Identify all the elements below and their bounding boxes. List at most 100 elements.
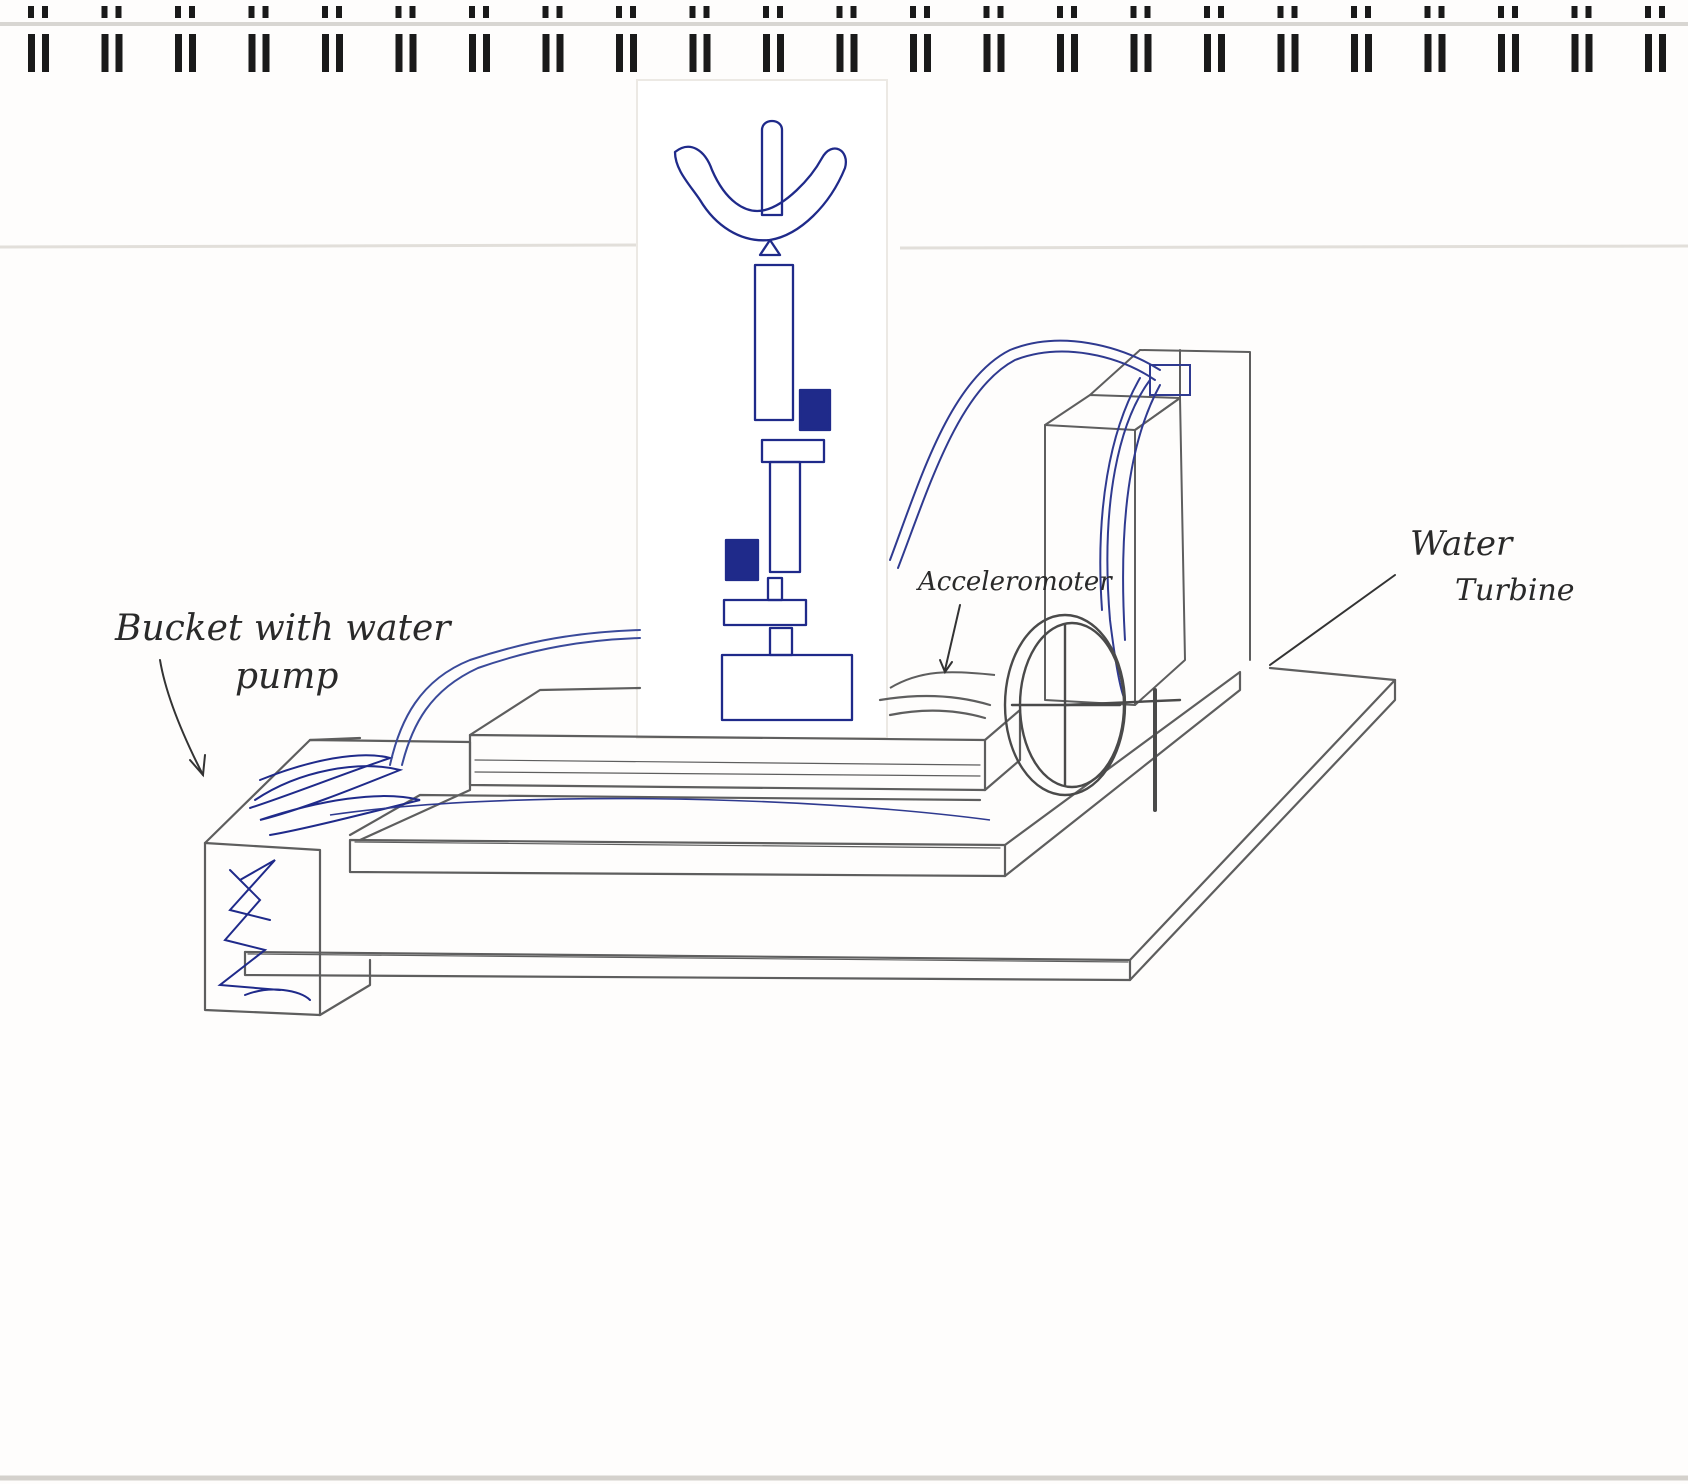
binding-ring-top: [175, 6, 181, 18]
binding-ring: [777, 34, 784, 72]
binding-ring: [1071, 34, 1078, 72]
binding-ring-top: [336, 6, 342, 18]
binding-ring: [1131, 34, 1138, 72]
binding-ring-top: [249, 6, 255, 18]
binding-ring-top: [1645, 6, 1651, 18]
binding-ring: [837, 34, 844, 72]
binding-ring: [763, 34, 770, 72]
binding-ring: [322, 34, 329, 72]
binding-ring-top: [322, 6, 328, 18]
binding-ring: [1292, 34, 1299, 72]
binding-ring: [1425, 34, 1432, 72]
binding-ring: [1145, 34, 1152, 72]
binding-ring-top: [1572, 6, 1578, 18]
binding-ring: [1439, 34, 1446, 72]
binding-ring: [1204, 34, 1211, 72]
binding-ring-top: [1512, 6, 1518, 18]
binding-ring: [469, 34, 476, 72]
binding-ring-top: [189, 6, 195, 18]
binding-ring-top: [690, 6, 696, 18]
binding-ring-top: [924, 6, 930, 18]
binding-ring-top: [630, 6, 636, 18]
binding-ring-top: [410, 6, 416, 18]
binding-ring: [1645, 34, 1652, 72]
binding-ring-top: [1131, 6, 1137, 18]
turbine-housing: [1045, 350, 1250, 705]
binding-ring-top: [851, 6, 857, 18]
binding-ring-top: [1145, 6, 1151, 18]
binding-ring: [1572, 34, 1579, 72]
binding-ring: [984, 34, 991, 72]
binding-ring: [910, 34, 917, 72]
binding-ring: [924, 34, 931, 72]
binding-ring-top: [1278, 6, 1284, 18]
binding-ring: [690, 34, 697, 72]
bucket-hose: [390, 630, 640, 765]
binding-ring-top: [1351, 6, 1357, 18]
binding-ring-top: [1292, 6, 1298, 18]
binding-ring-top: [557, 6, 563, 18]
binding-ring-top: [1365, 6, 1371, 18]
binding-ring: [116, 34, 123, 72]
binding-ring-top: [483, 6, 489, 18]
binding-ring-top: [1071, 6, 1077, 18]
binding-ring: [175, 34, 182, 72]
binding-ring-top: [116, 6, 122, 18]
binding-ring-top: [616, 6, 622, 18]
label-bucket-line1: Bucket with water: [114, 608, 452, 649]
binding-ring: [1659, 34, 1666, 72]
label-turbine-line2: Turbine: [1455, 573, 1575, 608]
binding-ring-top: [1218, 6, 1224, 18]
binding-ring: [543, 34, 550, 72]
binding-ring-top: [28, 6, 34, 18]
binding-ring-top: [263, 6, 269, 18]
binding-ring: [410, 34, 417, 72]
binding-ring: [263, 34, 270, 72]
binding-ring-top: [543, 6, 549, 18]
binding-ring-top: [837, 6, 843, 18]
binding-ring: [1365, 34, 1372, 72]
binding-ring-top: [1057, 6, 1063, 18]
binding-ring: [1278, 34, 1285, 72]
binding-ring: [336, 34, 343, 72]
binding-ring: [42, 34, 49, 72]
binding-ring: [249, 34, 256, 72]
binding-ring: [851, 34, 858, 72]
binding-ring-top: [396, 6, 402, 18]
page-fold-line-right: [900, 246, 1688, 248]
binding-ring: [1498, 34, 1505, 72]
binding-ring-top: [1204, 6, 1210, 18]
accelerometer-bump: [890, 672, 995, 688]
binding-ring-top: [1425, 6, 1431, 18]
binding-ring: [1586, 34, 1593, 72]
binding-ring: [1351, 34, 1358, 72]
binding-ring-top: [704, 6, 710, 18]
tower-hose: [890, 341, 1190, 700]
label-turbine-line1: Water: [1410, 524, 1514, 564]
binding-ring-top: [469, 6, 475, 18]
binding-ring: [396, 34, 403, 72]
binding-ring: [704, 34, 711, 72]
spiral-binding-top: [28, 6, 1666, 72]
binding-ring-top: [763, 6, 769, 18]
label-accelerometer-line1: Acceleromoter: [916, 567, 1113, 597]
binding-ring-top: [984, 6, 990, 18]
binding-ring-top: [42, 6, 48, 18]
binding-ring: [1057, 34, 1064, 72]
binding-ring-top: [1586, 6, 1592, 18]
binding-ring: [102, 34, 109, 72]
binding-ring-top: [1659, 6, 1665, 18]
binding-ring: [28, 34, 35, 72]
page-fold-line-left: [0, 245, 640, 247]
binding-ring: [1218, 34, 1225, 72]
binding-ring: [1512, 34, 1519, 72]
binding-ring: [189, 34, 196, 72]
binding-ring-top: [102, 6, 108, 18]
label-bucket-line2: pump: [235, 656, 338, 697]
binding-ring-top: [1439, 6, 1445, 18]
binding-ring-top: [777, 6, 783, 18]
binding-ring: [483, 34, 490, 72]
binding-ring-top: [998, 6, 1004, 18]
